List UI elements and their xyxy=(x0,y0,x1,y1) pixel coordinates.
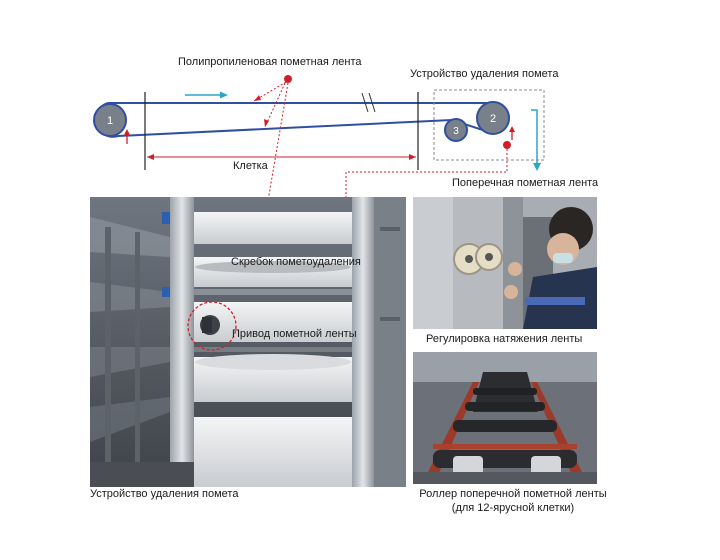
belt-drive-label: Привод пометной ленты xyxy=(232,328,357,340)
cage-label: Клетка xyxy=(233,160,268,172)
belt-leaders xyxy=(253,81,289,200)
roller-2: 2 xyxy=(476,101,510,135)
tension-photo-caption: Регулировка натяжения ленты xyxy=(426,333,583,345)
roller-photo-caption-line1: Роллер поперечной пометной ленты xyxy=(419,488,607,500)
break-mark xyxy=(361,92,376,113)
tension-photo xyxy=(413,197,597,329)
belt-direction-arrowhead xyxy=(220,91,228,99)
cage-arrow-left xyxy=(147,154,154,160)
cross-belt-arrow xyxy=(531,109,538,165)
belt-label-pointer xyxy=(284,75,292,83)
polypropylene-belt-label: Полипропиленовая пометная лента xyxy=(178,56,362,68)
leader-arrowhead-1 xyxy=(254,95,261,101)
roller2-up-arrowhead xyxy=(509,126,515,132)
belt-schematic: 1 2 3 xyxy=(93,75,545,200)
cage-arrow-right xyxy=(409,154,416,160)
removal-device-box xyxy=(433,89,545,161)
drive-highlight-circle xyxy=(187,301,237,351)
cross-belt-label: Поперечная пометная лента xyxy=(452,177,599,189)
roller-3: 3 xyxy=(444,118,468,142)
belt-bottom-line xyxy=(117,119,453,137)
svg-text:3: 3 xyxy=(453,126,459,137)
removal-device-label: Устройство удаления помета xyxy=(410,68,559,80)
svg-text:1: 1 xyxy=(107,115,113,127)
main-photo xyxy=(90,197,406,487)
main-photo-caption: Устройство удаления помета xyxy=(90,488,239,500)
cross-belt-arrowhead xyxy=(533,163,541,171)
leader-arrowhead-2 xyxy=(264,119,269,127)
svg-text:2: 2 xyxy=(490,113,496,125)
roller-1: 1 xyxy=(93,103,127,137)
scraper-label: Скребок пометоудаления xyxy=(231,256,361,268)
roller1-up-arrowhead xyxy=(124,129,130,135)
device-pointer xyxy=(503,141,511,149)
roller-photo-caption-line2: (для 12-ярусной клетки) xyxy=(451,502,575,514)
roller-photo xyxy=(413,352,597,484)
